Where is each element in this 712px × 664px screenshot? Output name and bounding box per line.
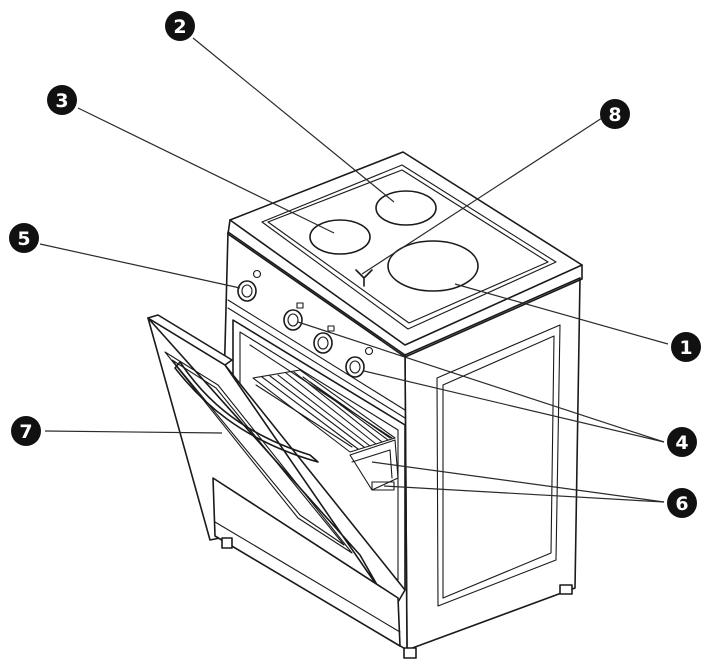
knob-thermostat[interactable]	[237, 269, 262, 302]
oven-door[interactable]	[147, 314, 406, 647]
callout-4: 4	[667, 427, 697, 457]
leader-6b	[383, 485, 665, 503]
leader-lines	[39, 37, 669, 503]
foot-left	[221, 537, 233, 549]
leader-3	[77, 107, 335, 234]
oven-grill-rack	[252, 369, 396, 453]
callout-7-label: 7	[19, 421, 32, 443]
callout-4-label: 4	[675, 432, 688, 454]
cooker-illustration	[147, 151, 583, 659]
callout-8: 8	[600, 99, 630, 129]
callout-3: 3	[47, 85, 77, 115]
knob-hotplate-2[interactable]	[313, 325, 335, 354]
callout-2: 2	[165, 11, 195, 41]
callout-3-label: 3	[55, 90, 68, 112]
hotplate-large	[387, 240, 479, 292]
callout-1-label: 1	[679, 337, 692, 359]
knob-hotplate-3[interactable]	[345, 346, 374, 378]
oven-door-handle[interactable]	[174, 361, 319, 463]
leader-4a	[297, 321, 665, 443]
knob-hotplate-1[interactable]	[283, 302, 304, 331]
hob-indicator-icon	[355, 269, 373, 287]
callout-5: 5	[9, 223, 39, 253]
side-window	[436, 324, 561, 607]
leader-2	[192, 37, 395, 203]
callout-6: 6	[667, 488, 697, 518]
foot-front	[403, 647, 417, 659]
foot-right	[559, 584, 573, 595]
leader-5	[39, 243, 241, 289]
hotplate-back	[375, 190, 437, 226]
hotplate-left	[309, 219, 371, 255]
callout-1: 1	[671, 332, 701, 362]
leader-8	[361, 117, 603, 275]
leader-4b	[363, 370, 665, 443]
leader-7	[44, 430, 223, 434]
callout-5-label: 5	[17, 228, 30, 250]
callout-6-label: 6	[675, 493, 688, 515]
hob-glass	[261, 164, 557, 330]
leader-1	[454, 283, 669, 345]
callout-7: 7	[11, 416, 41, 446]
leader-6a	[371, 461, 665, 503]
callout-2-label: 2	[173, 16, 186, 38]
oven-door-window	[164, 351, 353, 554]
callout-8-label: 8	[608, 104, 621, 126]
